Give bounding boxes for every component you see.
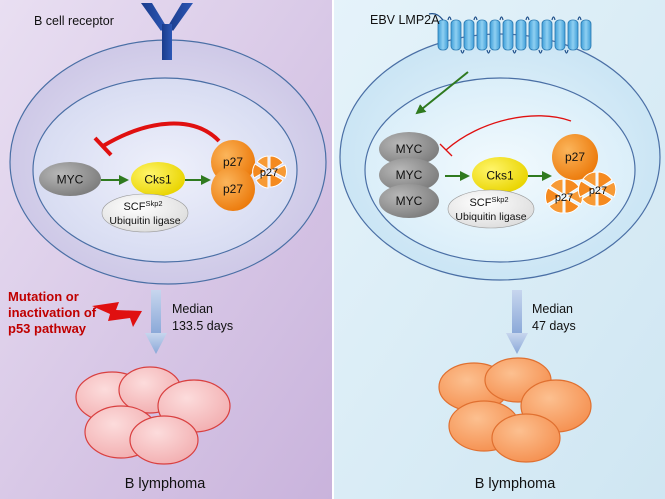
- left-myc-label: MYC: [57, 173, 84, 187]
- left-lymphoma-cluster: [75, 366, 231, 465]
- left-p27-label-top: p27: [223, 155, 243, 169]
- left-cks1-label: Cks1: [144, 173, 172, 187]
- left-p27-label-bottom: p27: [223, 182, 243, 196]
- right-scf-superscript: Skp2: [491, 195, 508, 204]
- right-outcome-label: B lymphoma: [475, 476, 557, 492]
- mutation-text: Mutation or inactivation of p53 pathway: [8, 289, 100, 336]
- right-cks1-label: Cks1: [486, 169, 514, 183]
- right-p27-degraded-label-1: p27: [555, 192, 573, 204]
- left-cks1-node: [131, 162, 185, 196]
- right-median-value: 47 days: [532, 319, 576, 333]
- mutation-text-line-1: Mutation or: [8, 289, 79, 304]
- left-inhibition-line: [101, 121, 221, 148]
- right-arrow-lmp2a-myc: [415, 71, 469, 115]
- left-scf-label: SCFSkp2: [123, 199, 162, 213]
- left-outcome-label: B lymphoma: [125, 476, 207, 492]
- right-scf-ubiquitin-ligase: [447, 189, 535, 229]
- mutation-text-line-2: inactivation of: [8, 305, 97, 320]
- left-ubiquitin-ligase-label: Ubiquitin ligase: [109, 215, 180, 227]
- left-p27-degraded: [252, 155, 287, 189]
- right-p27-degraded-label-2: p27: [589, 185, 607, 197]
- right-myc-node-bottom: [379, 184, 439, 218]
- left-p27-degraded-label: p27: [260, 167, 278, 179]
- left-p27-node-bottom: [211, 167, 255, 211]
- mutation-text-line-3: p53 pathway: [8, 321, 87, 336]
- right-scf-label: SCFSkp2: [469, 195, 508, 209]
- left-myc-node: [39, 162, 101, 196]
- right-inhibition-bar: [439, 143, 453, 157]
- lmp2a-label: EBV LMP2A: [370, 13, 440, 27]
- lmp2a-transmembrane-protein-icon: [428, 13, 592, 54]
- right-progression-arrow: [506, 290, 528, 354]
- right-median-label: Median: [532, 302, 573, 316]
- left-inhibition-bar: [93, 136, 113, 157]
- right-myc-label-top: MYC: [396, 142, 423, 156]
- right-cks1-node: [472, 157, 528, 193]
- right-myc-label-middle: MYC: [396, 168, 423, 182]
- right-p27-node: [552, 134, 598, 180]
- right-myc-node-middle: [379, 158, 439, 192]
- right-lymphoma-cluster: [438, 357, 592, 463]
- right-myc-label-bottom: MYC: [396, 194, 423, 208]
- b-cell-receptor-label: B cell receptor: [34, 14, 114, 28]
- right-p27-label: p27: [565, 150, 585, 164]
- left-scf-ubiquitin-ligase: [101, 193, 189, 233]
- b-cell-receptor-icon: [141, 3, 193, 60]
- lightning-bolt-icon: [92, 302, 142, 327]
- left-median-value: 133.5 days: [172, 319, 233, 333]
- left-scf-superscript: Skp2: [145, 199, 162, 208]
- right-inhibition-line: [445, 115, 572, 151]
- right-p27-degraded-2: [577, 171, 617, 207]
- right-myc-node-top: [379, 132, 439, 166]
- left-progression-arrow: [145, 290, 167, 354]
- right-ubiquitin-ligase-label: Ubiquitin ligase: [455, 211, 526, 223]
- left-median-label: Median: [172, 302, 213, 316]
